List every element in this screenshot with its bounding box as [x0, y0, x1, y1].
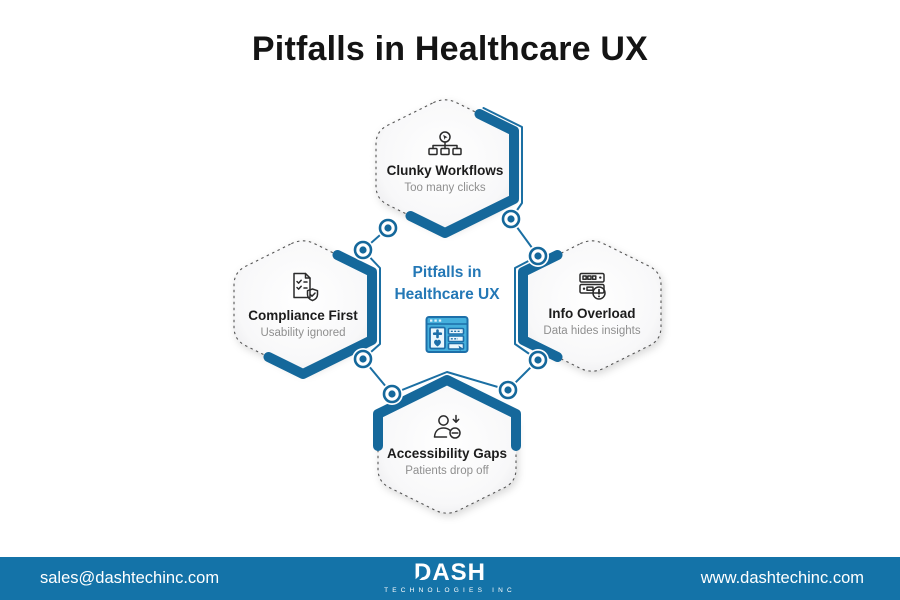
node: [527, 349, 549, 371]
dash-logo-letters-ash: ASH: [432, 559, 487, 586]
arc-bottom-hex: [373, 375, 521, 451]
node: [500, 208, 522, 230]
node: [381, 383, 403, 405]
footer-website: www.dashtechinc.com: [700, 569, 864, 587]
connector-nodes: [352, 208, 549, 405]
node: [527, 245, 549, 267]
connector-outlines: [362, 107, 539, 395]
footer-email: sales@dashtechinc.com: [40, 569, 220, 587]
dash-logo-text: DASH: [384, 561, 516, 585]
arc-top-hex: [405, 109, 519, 238]
outline-left-hex: [362, 249, 381, 360]
node: [497, 379, 519, 401]
hexagon-left: [233, 240, 373, 372]
node: [377, 217, 399, 239]
page-title: Pitfalls in Healthcare UX: [251, 30, 649, 68]
dash-logo: DASH TECHNOLOGIES INC: [384, 561, 516, 595]
dash-logo-letter-d: D: [413, 559, 433, 586]
node: [352, 348, 374, 370]
arc-left-hex: [263, 250, 377, 379]
outline-right-hex: [514, 255, 539, 361]
outline-bottom-hex: [391, 371, 509, 395]
dash-logo-subtext: TECHNOLOGIES INC: [384, 587, 516, 594]
footer-bar: sales@dashtechinc.com DASH TECHNOLOGIES …: [0, 557, 900, 600]
hexagon-top: [375, 99, 515, 231]
node: [352, 239, 374, 261]
